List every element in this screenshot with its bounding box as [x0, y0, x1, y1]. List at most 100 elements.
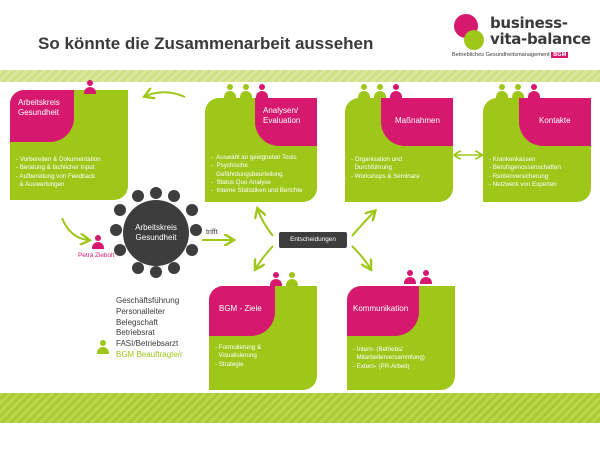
person-icon — [420, 270, 432, 284]
list-item: - Interne Statistiken und Berichte — [211, 187, 303, 195]
person-icon — [358, 84, 370, 98]
seat-dot — [186, 244, 198, 256]
list-item: - Aufbereitung von Feedback — [16, 172, 96, 180]
seat-dot — [150, 187, 162, 199]
participant-item: Geschäftsführung — [116, 296, 180, 305]
participants-list: Geschäftsführung Personalleiter Belegsch… — [116, 296, 183, 361]
person-icon — [496, 84, 508, 98]
participant-item: Betriebsrat — [116, 328, 155, 338]
box-kontakte-list: - Krankenkassen - Berufsgenossenschaften… — [489, 156, 561, 189]
person-icon — [92, 235, 104, 249]
box-ziele: BGM - Ziele - Formulierung & Visualisier… — [209, 286, 317, 390]
arrow-to-ziele — [256, 245, 274, 268]
participant-item: Personalleiter — [116, 306, 165, 316]
person-icon — [240, 84, 252, 98]
decorative-top-band — [0, 70, 600, 82]
list-item: - Auswahl an geeigneten Tools — [211, 154, 297, 161]
box-massnahmen: Maßnahmen - Organisation und Durchführun… — [345, 98, 453, 202]
box-ziele-title: BGM - Ziele — [219, 304, 262, 313]
participant-item: Belegschaft — [116, 317, 158, 327]
person-icon — [528, 84, 540, 98]
person-name: Petra Ziebolt — [78, 252, 115, 259]
logo-line-1: business- — [490, 14, 568, 32]
seat-dot — [150, 266, 162, 278]
seat-dot — [186, 204, 198, 216]
box-massnahmen-title: Maßnahmen — [395, 116, 440, 125]
list-item: - Organisation und — [351, 156, 402, 163]
seat-dot — [168, 262, 180, 274]
person-icon — [286, 272, 298, 286]
logo-subtitle-text: Betriebliches Gesundheitsmanagement — [452, 52, 550, 58]
person-icon — [404, 270, 416, 284]
arrow-arbeitskreis-to-person — [61, 217, 88, 240]
participant-item: FASI/Betriebsarzt — [116, 339, 179, 349]
entscheidungen-box: Entscheidungen — [279, 232, 347, 248]
list-item: Durchführung — [351, 164, 392, 172]
seat-dot — [132, 262, 144, 274]
person-icon — [84, 80, 96, 94]
box-kommunikation-title: Kommunikation — [353, 304, 409, 313]
list-item: - Vorbereiten & Dokumentation — [16, 156, 101, 163]
arrow-to-massnahmen — [351, 212, 374, 237]
list-item: - Intern- (Betriebs/ — [353, 346, 403, 353]
box-analysen-title: Analysen/ Evaluation — [263, 106, 301, 125]
box-arbeitskreis-title: Arbeitskreis Gesundheit — [18, 98, 60, 117]
participant-highlight: BGM Beauftragte/r — [116, 349, 183, 359]
list-item: - Psychische — [211, 162, 248, 170]
arrow-to-kommunikation — [351, 245, 370, 268]
box-ziele-list: - Formulierung & Visualisierung - Strate… — [215, 344, 261, 369]
person-icon — [97, 340, 109, 354]
box-kontakte: Kontakte - Krankenkassen - Berufsgenosse… — [483, 98, 591, 202]
logo-subtitle: Betriebliches Gesundheitsmanagement BGM — [452, 52, 569, 58]
box-kontakte-title: Kontakte — [539, 116, 571, 125]
box-arbeitskreis-list: - Vorbereiten & Dokumentation - Beratung… — [16, 156, 101, 189]
seat-dot — [168, 190, 180, 202]
logo-green-circle — [464, 30, 484, 50]
box-analysen-list: - Auswahl an geeigneten Tools - Psychisc… — [211, 154, 303, 196]
trifft-label: trifft — [206, 229, 218, 236]
list-item: Visualisierung — [215, 352, 257, 360]
list-item: - Strategie — [215, 360, 244, 368]
list-item: - Extern- (PR-Arbeit) — [353, 362, 410, 370]
arbeitskreis-round-table: Arbeitskreis Gesundheit — [123, 200, 189, 266]
seat-dot — [114, 244, 126, 256]
seat-dot — [114, 204, 126, 216]
person-icon — [374, 84, 386, 98]
list-item: - Beratung & fachlicher Input — [16, 164, 95, 172]
box-massnahmen-head: Maßnahmen — [381, 98, 453, 146]
box-kommunikation-list: - Intern- (Betriebs/ Mitarbeiterversamml… — [353, 346, 425, 371]
list-item: Gefährdungsbeurteilung — [211, 170, 283, 178]
box-arbeitskreis-head: Arbeitskreis Gesundheit — [10, 90, 74, 142]
list-item: - Netzwerk von Experten — [489, 181, 557, 189]
list-item: - Status Quo Analyse — [211, 179, 271, 187]
person-icon — [270, 272, 282, 286]
page-title: So könnte die Zusammenarbeit aussehen — [38, 34, 374, 53]
box-ziele-head: BGM - Ziele — [209, 286, 275, 336]
logo-line-2: vita-balance — [490, 30, 591, 48]
arrow-analysen-to-arbeitskreis — [146, 92, 186, 97]
list-item: Mitarbeiterversammlung) — [353, 354, 425, 362]
arrow-to-analysen — [258, 210, 274, 237]
box-arbeitskreis: Arbeitskreis Gesundheit - Vorbereiten & … — [10, 90, 128, 200]
seat-dot — [132, 190, 144, 202]
person-icon — [390, 84, 402, 98]
logo-badge: BGM — [551, 52, 569, 58]
box-kontakte-head: Kontakte — [519, 98, 591, 146]
person-icon — [224, 84, 236, 98]
list-item: - Formulierung & — [215, 344, 262, 351]
round-table-label: Arbeitskreis Gesundheit — [135, 223, 177, 242]
box-massnahmen-list: - Organisation und Durchführung - Worksh… — [351, 156, 420, 181]
list-item: - Krankenkassen — [489, 156, 536, 163]
box-analysen: Analysen/ Evaluation - Auswahl an geeign… — [205, 98, 317, 202]
box-kommunikation-head: Kommunikation — [347, 286, 419, 336]
list-item: - Workshops & Seminare — [351, 172, 420, 180]
box-analysen-head: Analysen/ Evaluation — [255, 98, 317, 146]
box-kommunikation: Kommunikation - Intern- (Betriebs/ Mitar… — [347, 286, 455, 390]
decorative-bottom-band — [0, 393, 600, 423]
seat-dot — [190, 224, 202, 236]
list-item: - Berufsgenossenschaften — [489, 164, 561, 172]
list-item: & Auswertungen — [16, 181, 65, 189]
list-item: - Rentenversicherung — [489, 172, 549, 180]
person-icon — [256, 84, 268, 98]
